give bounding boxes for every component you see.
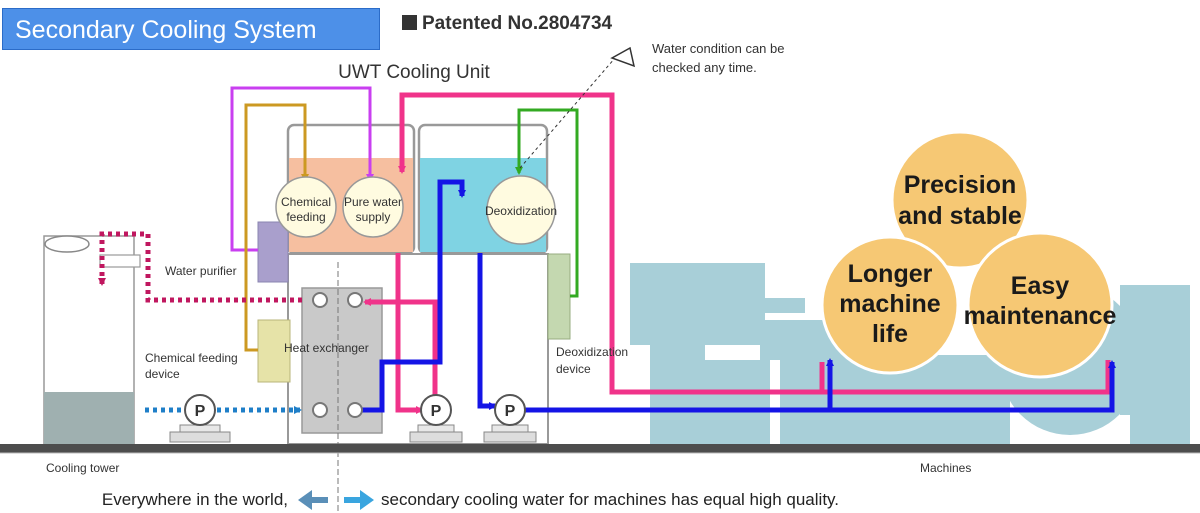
- callout-line-2: checked any time.: [652, 60, 757, 75]
- footer-left-text: Everywhere in the world,: [102, 490, 288, 509]
- blue-tank-to-pump: [477, 253, 497, 410]
- chemical-feeding-circle: [275, 176, 337, 238]
- pump-label: P: [505, 403, 516, 420]
- blue-exchanger-to-tank: [360, 179, 466, 413]
- gold-supply-line: [244, 103, 309, 352]
- pump-cooling-tower: [169, 394, 231, 443]
- pump-label: P: [195, 403, 206, 420]
- callout-pointer-line: [519, 57, 616, 169]
- machine-leg-left: [650, 345, 705, 445]
- heat-exchanger-label: Heat exchanger: [284, 341, 369, 355]
- machine-base-left: [700, 360, 770, 445]
- chemical-feeding-device-line-2: device: [145, 367, 180, 381]
- machine-spindle: [765, 298, 805, 313]
- machine-right: [1120, 285, 1190, 415]
- exchanger-port: [312, 402, 328, 418]
- machine-right-foot: [1130, 400, 1190, 445]
- machines-label: Machines: [920, 461, 971, 475]
- ground-line: [0, 444, 1200, 453]
- chemical-feeding-device-line-1: Chemical feeding: [145, 351, 238, 365]
- deoxidization-circle: [486, 175, 556, 245]
- pink-pump-to-exchanger: [363, 298, 438, 398]
- patent-note: Patented No.2804734: [402, 13, 612, 35]
- callout-line-1: Water condition can be: [652, 41, 784, 56]
- pump-pink: [409, 394, 463, 443]
- callout-magnifier-icon: [610, 46, 636, 68]
- water-purifier-label: Water purifier: [165, 264, 237, 278]
- title-banner: Secondary Cooling System: [2, 8, 380, 50]
- deoxidization-device-line-2: device: [556, 362, 591, 376]
- deoxidization-device: [547, 253, 571, 340]
- dotted-pink-return-line: [98, 231, 302, 303]
- machines-silhouette: [630, 263, 1190, 445]
- pink-return-loop: [398, 92, 1111, 395]
- unit-label: UWT Cooling Unit: [338, 62, 490, 83]
- chemical-feeding-device: [257, 319, 291, 383]
- cooling-tower: [43, 235, 141, 445]
- exchanger-port: [347, 402, 363, 418]
- cooling-tower-label: Cooling tower: [46, 461, 119, 475]
- machine-body-left: [630, 263, 765, 345]
- pump-label: P: [431, 403, 442, 420]
- cooling-tower-water: [44, 392, 134, 444]
- exchanger-port: [312, 292, 328, 308]
- arrow-left-icon: [298, 490, 328, 510]
- benefit-easy-line-2: maintenance: [964, 302, 1117, 330]
- pure-water-supply-circle: [342, 176, 404, 238]
- benefit-circle-longer-life: [820, 235, 960, 375]
- title-text: Secondary Cooling System: [15, 16, 317, 44]
- benefit-circle-precision: [890, 130, 1030, 270]
- purple-supply-line: [230, 86, 374, 252]
- cooling-tower-fan-icon: [44, 235, 90, 253]
- water-purifier: [257, 221, 289, 283]
- deoxidization-label: Deoxidization: [485, 204, 557, 218]
- benefit-longer-line-2: machine: [839, 290, 941, 318]
- benefit-longer-line-3: life: [872, 320, 908, 348]
- benefit-easy-line-1: Easy: [1011, 272, 1069, 300]
- benefit-precision-line-2: and stable: [898, 202, 1022, 230]
- benefit-precision-line-1: Precision: [904, 171, 1017, 199]
- benefit-circle-easy-maintenance: [966, 231, 1114, 379]
- pump-blue: [483, 394, 537, 443]
- benefit-longer-line-1: Longer: [848, 260, 933, 288]
- chemical-feeding-line-1: Chemical: [281, 195, 331, 209]
- chemical-feeding-line-2: feeding: [286, 210, 325, 224]
- green-supply-line: [515, 108, 579, 298]
- deoxidization-device-line-1: Deoxidization: [556, 345, 628, 359]
- pure-water-line-1: Pure water: [344, 195, 402, 209]
- pink-tank-to-pump: [395, 253, 424, 414]
- pure-water-line-2: supply: [356, 210, 391, 224]
- square-bullet-icon: [402, 15, 417, 30]
- arrow-right-icon: [344, 490, 374, 510]
- exchanger-port: [347, 292, 363, 308]
- footer-right-text: secondary cooling water for machines has…: [381, 490, 839, 509]
- patent-text: Patented No.2804734: [422, 13, 613, 34]
- blue-supply-to-machines: [525, 360, 1116, 413]
